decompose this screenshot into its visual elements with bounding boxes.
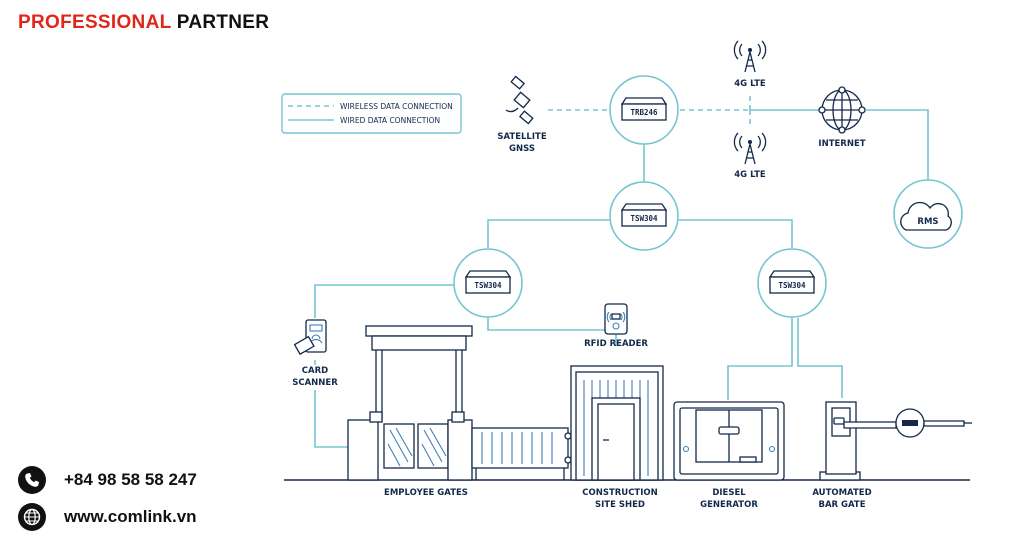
employee-gates-label: EMPLOYEE GATES xyxy=(384,488,468,498)
website-url[interactable]: www.comlink.vn xyxy=(64,507,197,526)
card-scanner-label-line1: CARD xyxy=(302,366,328,376)
bar-gate-illustration xyxy=(819,401,972,481)
bar-gate-label-line1: AUTOMATED xyxy=(812,488,871,498)
site-shed-label-line1: CONSTRUCTION xyxy=(582,488,657,498)
switch-left-label: TSW304 xyxy=(474,281,502,290)
site-shed-illustration xyxy=(570,365,664,481)
router-label: TRB246 xyxy=(630,108,658,117)
diesel-generator-illustration xyxy=(673,401,785,481)
employee-gates-illustration xyxy=(347,325,572,481)
bar-gate-label-line2: BAR GATE xyxy=(818,500,865,510)
legend-wired-label: WIRED DATA CONNECTION xyxy=(340,116,440,125)
legend-wireless-label: WIRELESS DATA CONNECTION xyxy=(340,102,453,111)
rms-label: RMS xyxy=(917,217,938,227)
switch-left-icon xyxy=(464,270,512,294)
phone-number[interactable]: +84 98 58 58 247 xyxy=(64,470,197,489)
switch-right-icon xyxy=(768,270,816,294)
lte-top-label: 4G LTE xyxy=(734,79,766,89)
legend: WIRELESS DATA CONNECTION WIRED DATA CONN… xyxy=(281,93,462,134)
card-scanner-icon xyxy=(293,319,327,356)
connections xyxy=(314,92,929,448)
lte-tower-bottom-icon xyxy=(733,132,767,165)
site-shed-label-line2: SITE SHED xyxy=(595,500,645,510)
cloud-icon xyxy=(900,201,952,231)
switch-main-icon xyxy=(620,203,668,227)
lte-tower-top-icon xyxy=(733,40,767,73)
globe-icon xyxy=(818,86,866,134)
router-icon xyxy=(620,97,668,121)
globe-icon xyxy=(18,503,46,531)
switch-right-label: TSW304 xyxy=(778,281,806,290)
brand-title: PROFESSIONAL PARTNER xyxy=(18,12,269,34)
phone-contact[interactable]: +84 98 58 58 247 xyxy=(18,466,197,494)
card-scanner-label-line2: SCANNER xyxy=(292,378,338,388)
rfid-reader-label: RFID READER xyxy=(584,339,648,349)
satellite-icon xyxy=(505,75,534,125)
generator-label-line2: GENERATOR xyxy=(700,500,758,510)
phone-icon xyxy=(18,466,46,494)
internet-label: INTERNET xyxy=(818,139,865,149)
brand-title-red: PROFESSIONAL xyxy=(18,12,172,33)
website-contact[interactable]: www.comlink.vn xyxy=(18,503,197,531)
rfid-reader-icon xyxy=(604,303,628,335)
satellite-label-line2: GNSS xyxy=(509,144,535,154)
brand-title-dark: PARTNER xyxy=(176,12,270,33)
switch-main-label: TSW304 xyxy=(630,214,658,223)
satellite-label-line1: SATELLITE xyxy=(497,132,546,142)
generator-label-line1: DIESEL xyxy=(712,488,746,498)
lte-bottom-label: 4G LTE xyxy=(734,170,766,180)
